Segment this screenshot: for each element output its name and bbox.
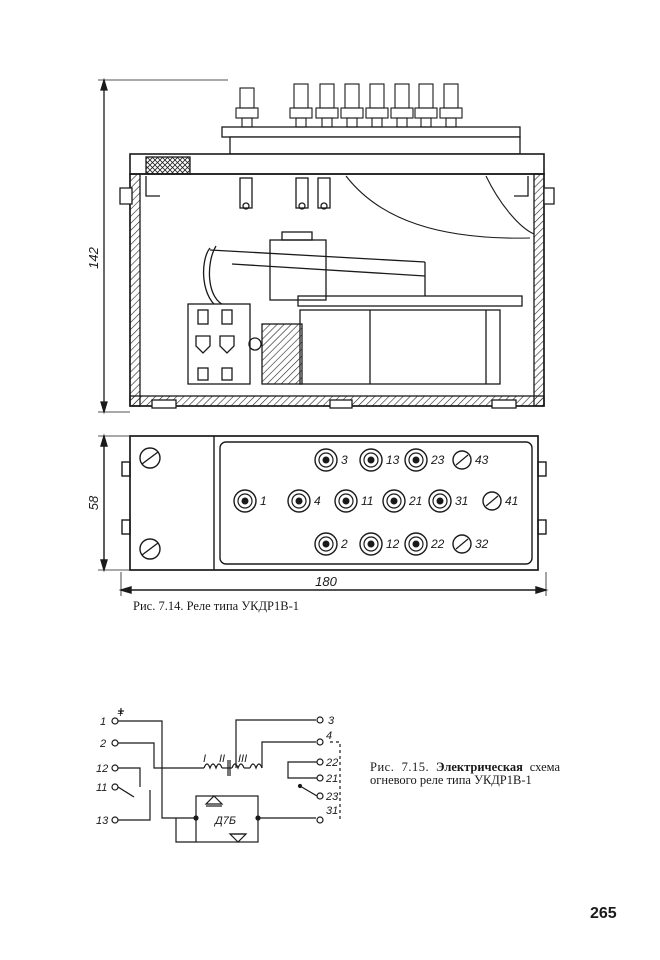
terminal-socket: 21 — [382, 489, 422, 513]
terminal-label: 4 — [314, 494, 321, 508]
plus-sign: + — [117, 708, 124, 720]
height-dimension: 142 — [86, 246, 101, 268]
terminal-socket: 31 — [428, 489, 468, 513]
right-terminal-label: 3 — [328, 715, 335, 727]
terminal-socket: 12 — [359, 532, 400, 556]
schematic-labels: + 1 2 12 11 13 3 4 22 21 23 31 I II III … — [96, 708, 339, 827]
left-terminal-label: 13 — [96, 815, 109, 827]
terminal-socket: 32 — [452, 534, 489, 554]
schematic — [111, 708, 341, 843]
terminal-label: 3 — [341, 453, 348, 467]
left-terminal-label: 2 — [99, 738, 106, 750]
terminal-socket: 43 — [452, 450, 489, 470]
right-terminal-label: 4 — [326, 730, 332, 742]
terminal-socket: 4 — [287, 489, 321, 513]
terminal-label: 1 — [260, 494, 267, 508]
width-dimension: 180 — [315, 574, 337, 589]
terminal-group: 3 13 23 43 1 4 11 21 31 41 2 12 22 32 — [233, 448, 518, 556]
terminal-label: 43 — [475, 453, 489, 467]
figure-caption-7-15: Рис. 7.15. Электрическая схема огневого … — [370, 761, 560, 787]
right-terminal-label: 22 — [325, 757, 338, 769]
relay-top-view — [98, 433, 549, 596]
terminal-socket: 22 — [404, 532, 445, 556]
terminal-label: 2 — [340, 537, 348, 551]
winding-label: III — [238, 753, 247, 765]
left-terminal-label: 12 — [96, 763, 108, 775]
terminal-label: 22 — [430, 537, 445, 551]
terminal-socket: 2 — [314, 532, 348, 556]
terminal-label: 21 — [408, 494, 422, 508]
terminal-socket: 3 — [314, 448, 348, 472]
left-terminal-label: 1 — [100, 716, 106, 728]
terminal-socket: 13 — [359, 448, 400, 472]
left-terminal-label: 11 — [96, 782, 107, 794]
relay-side-view — [98, 77, 555, 415]
terminal-socket: 11 — [334, 489, 373, 513]
diode-label: Д7Б — [213, 815, 236, 827]
figure-caption-7-14: Рис. 7.14. Реле типа УКДР1В-1 — [133, 599, 299, 613]
terminal-socket: 41 — [482, 491, 518, 511]
terminal-label: 32 — [475, 537, 489, 551]
page-number: 265 — [590, 905, 617, 922]
caption-bold: Электрическая — [436, 760, 523, 774]
terminal-label: 23 — [430, 453, 445, 467]
winding-label: II — [219, 753, 225, 765]
terminal-label: 31 — [455, 494, 468, 508]
terminal-label: 41 — [505, 494, 518, 508]
terminal-label: 11 — [361, 494, 373, 508]
terminal-socket: 1 — [233, 489, 267, 513]
depth-dimension: 58 — [86, 495, 101, 510]
right-terminal-label: 23 — [325, 791, 339, 803]
caption-text: схема огневого реле типа УКДР1В-1 — [370, 760, 560, 787]
caption-number: Рис. 7.15. — [370, 760, 430, 774]
winding-label: I — [203, 753, 206, 765]
terminal-socket: 23 — [404, 448, 445, 472]
terminal-label: 12 — [386, 537, 400, 551]
terminal-label: 13 — [386, 453, 400, 467]
right-terminal-label: 21 — [325, 773, 338, 785]
right-terminal-label: 31 — [326, 805, 338, 817]
